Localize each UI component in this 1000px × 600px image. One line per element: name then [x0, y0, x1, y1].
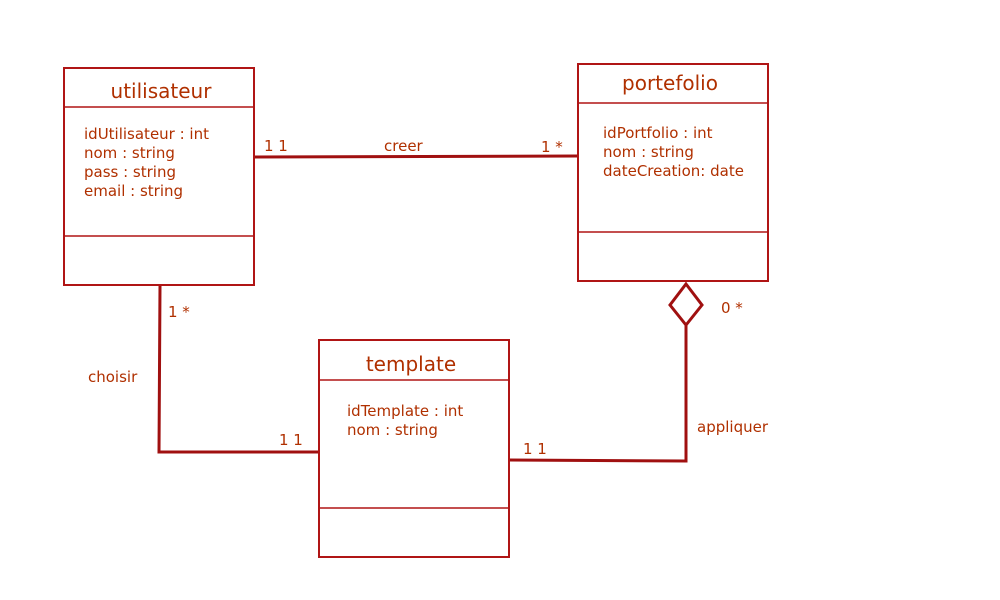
class-template-box — [318, 339, 510, 558]
association-choisir-label: choisir — [88, 368, 138, 386]
class-utilisateur-attribute: email : string — [84, 182, 183, 200]
creer-source-multiplicity: 1 1 — [264, 137, 288, 155]
class-portefolio-attribute: dateCreation: date — [603, 162, 744, 180]
class-utilisateur-box — [63, 67, 255, 286]
class-template-attribute: idTemplate : int — [347, 402, 463, 420]
class-portefolio-name: portefolio — [622, 71, 718, 95]
class-utilisateur-attribute: idUtilisateur : int — [84, 125, 209, 143]
appliquer-source-multiplicity: 1 1 — [523, 440, 547, 458]
class-utilisateur-attribute: pass : string — [84, 163, 176, 181]
class-portefolio-box — [577, 63, 769, 282]
aggregation-diamond-icon — [668, 281, 704, 328]
association-creer-label: creer — [384, 137, 424, 155]
association-appliquer-label: appliquer — [697, 418, 769, 436]
class-portefolio[interactable]: portefolio idPortfolio : int nom : strin… — [577, 63, 769, 282]
creer-target-multiplicity: 1 * — [541, 138, 563, 156]
class-portefolio-attribute: idPortfolio : int — [603, 124, 713, 142]
choisir-target-multiplicity: 1 1 — [279, 431, 303, 449]
class-template-attribute: nom : string — [347, 421, 438, 439]
class-template-name: template — [366, 352, 456, 376]
choisir-source-multiplicity: 1 * — [168, 303, 190, 321]
appliquer-target-multiplicity: 0 * — [721, 299, 743, 317]
class-template[interactable]: template idTemplate : int nom : string — [318, 339, 510, 558]
association-choisir-line — [157, 285, 319, 454]
association-creer-line — [253, 154, 579, 159]
association-appliquer-line — [508, 325, 688, 463]
class-utilisateur-name: utilisateur — [111, 79, 213, 103]
class-utilisateur-attribute: nom : string — [84, 144, 175, 162]
class-portefolio-attribute: nom : string — [603, 143, 694, 161]
class-utilisateur[interactable]: utilisateur idUtilisateur : int nom : st… — [63, 67, 255, 286]
